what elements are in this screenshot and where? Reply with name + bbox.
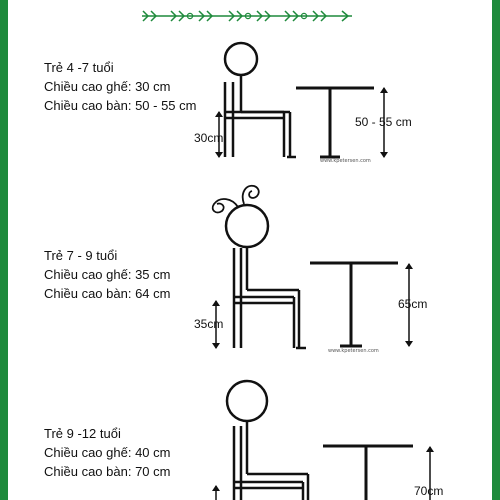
child-head bbox=[224, 203, 270, 249]
age-label: Trẻ 9 -12 tuổi bbox=[44, 426, 121, 441]
panel-1-caption: Trẻ 4 -7 tuổi Chiều cao ghế: 30 cm Chiều… bbox=[44, 58, 196, 115]
child-body bbox=[239, 75, 296, 159]
chair-height-label: 30cm bbox=[194, 131, 224, 145]
age-label: Trẻ 7 - 9 tuổi bbox=[44, 248, 118, 263]
chair-height-text: Chiều cao ghế: 30 cm bbox=[44, 79, 171, 94]
hair-curl-icon bbox=[211, 184, 260, 214]
chair-height-text: Chiều cao ghế: 40 cm bbox=[44, 445, 171, 460]
chair-height-text: Chiều cao ghế: 35 cm bbox=[44, 267, 171, 282]
child-head bbox=[223, 41, 259, 77]
table-height-dimension bbox=[380, 87, 388, 158]
panel-3-caption: Trẻ 9 -12 tuổi Chiều cao ghế: 40 cm Chiề… bbox=[44, 424, 170, 481]
watermark-text: www.kpetersen.com bbox=[320, 158, 371, 164]
table-height-label: 70cm bbox=[414, 484, 444, 498]
panel-1-illustration bbox=[215, 41, 388, 159]
table-height-label: 65cm bbox=[398, 297, 428, 311]
child-head bbox=[225, 379, 269, 423]
table bbox=[323, 444, 413, 500]
chair-height-label: 35cm bbox=[194, 317, 224, 331]
table bbox=[296, 86, 374, 159]
table-height-label: 50 - 55 cm bbox=[355, 115, 412, 129]
table-height-text: Chiều cao bàn: 64 cm bbox=[44, 286, 171, 301]
panel-2-caption: Trẻ 7 - 9 tuổi Chiều cao ghế: 35 cm Chiề… bbox=[44, 246, 170, 303]
chair bbox=[232, 248, 296, 348]
table-height-text: Chiều cao bàn: 70 cm bbox=[44, 464, 171, 479]
table-height-dimension bbox=[426, 446, 434, 500]
child-body bbox=[245, 421, 310, 500]
table-height-text: Chiều cao bàn: 50 - 55 cm bbox=[44, 98, 197, 113]
chair-height-dimension bbox=[212, 300, 220, 349]
chair bbox=[232, 426, 305, 500]
panel-2-illustration bbox=[211, 184, 413, 350]
child-body bbox=[245, 247, 306, 350]
watermark-text: www.kpetersen.com bbox=[328, 348, 379, 354]
chair bbox=[223, 82, 286, 157]
chair-height-dimension bbox=[212, 485, 220, 500]
panel-3-illustration bbox=[212, 379, 434, 500]
age-label: Trẻ 4 -7 tuổi bbox=[44, 60, 114, 75]
table bbox=[310, 261, 398, 348]
table-height-dimension bbox=[405, 263, 413, 347]
chair-height-dimension bbox=[215, 111, 223, 158]
arrow-ornament-icon bbox=[142, 10, 352, 22]
